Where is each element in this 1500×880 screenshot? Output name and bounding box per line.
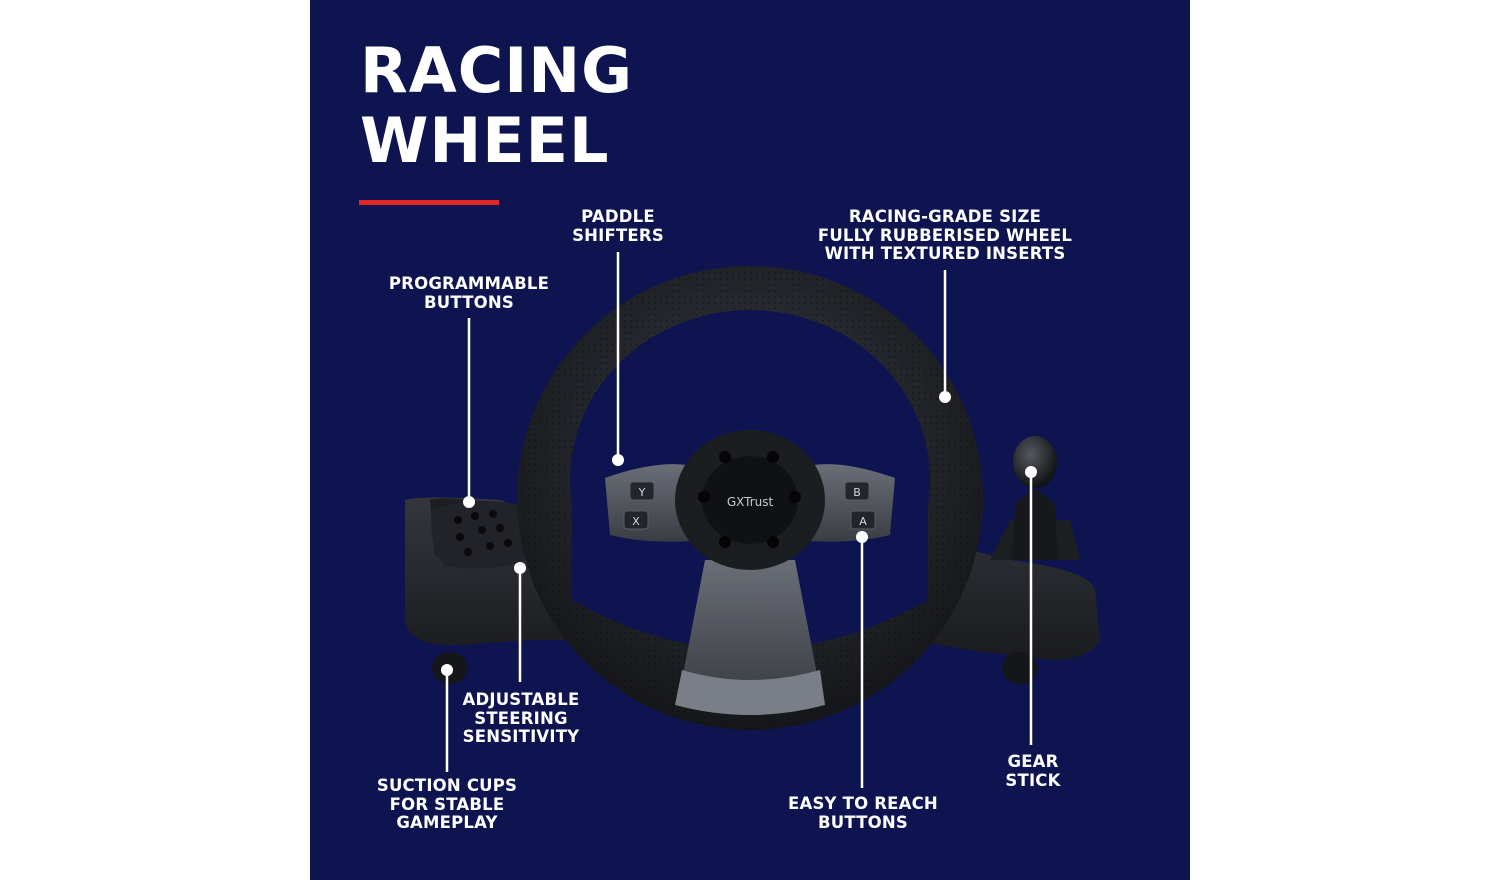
callout-gear-stick: GEAR STICK bbox=[993, 752, 1073, 790]
callout-adjustable-sensitivity: ADJUSTABLE STEERING SENSITIVITY bbox=[456, 690, 586, 747]
programmable-button-pad bbox=[431, 501, 525, 568]
callout-line: BUTTONS bbox=[818, 812, 908, 832]
callout-suction-cups: SUCTION CUPS FOR STABLE GAMEPLAY bbox=[370, 776, 524, 833]
callout-line: PADDLE bbox=[581, 207, 655, 226]
title-line-1: RACING bbox=[360, 34, 634, 107]
callout-line: FOR STABLE bbox=[389, 794, 505, 814]
callout-dots bbox=[441, 391, 1037, 676]
programmable-buttons-dot bbox=[463, 496, 475, 508]
callout-line: BUTTONS bbox=[424, 292, 514, 312]
easy-reach-dot bbox=[856, 531, 868, 543]
callout-line: RACING-GRADE SIZE bbox=[848, 207, 1042, 226]
brand-logo: GXTrust bbox=[727, 495, 774, 509]
gear-stick-dot bbox=[1025, 466, 1037, 478]
paddle-shifters-dot bbox=[612, 454, 624, 466]
callout-line: SENSITIVITY bbox=[462, 727, 580, 746]
button-y-label: Y bbox=[638, 486, 646, 499]
title-underline bbox=[359, 200, 499, 205]
callout-line: PROGRAMMABLE bbox=[388, 274, 550, 293]
button-a-label: A bbox=[859, 515, 867, 528]
callout-line: GEAR bbox=[1007, 752, 1059, 771]
callout-line: FULLY RUBBERISED WHEEL bbox=[817, 225, 1073, 245]
button-x-label: X bbox=[632, 515, 640, 528]
callout-line: STICK bbox=[1005, 770, 1061, 790]
callout-paddle-shifters: PADDLE SHIFTERS bbox=[559, 207, 677, 245]
title-line-2: WHEEL bbox=[360, 104, 610, 177]
callout-line: EASY TO REACH bbox=[788, 794, 938, 813]
callout-line: STEERING bbox=[474, 708, 568, 728]
rim-dot bbox=[939, 391, 951, 403]
face-buttons: Y X B A bbox=[623, 481, 876, 530]
callout-line: SHIFTERS bbox=[572, 225, 664, 245]
callout-line: SUCTION CUPS bbox=[376, 776, 518, 795]
callout-line: GAMEPLAY bbox=[396, 813, 498, 832]
button-b-label: B bbox=[853, 486, 861, 499]
racing-wheel-illustration: GXTrust Y X B A bbox=[405, 252, 1100, 788]
product-feature-panel: RACING WHEEL bbox=[310, 0, 1190, 880]
page-title: RACING WHEEL bbox=[360, 36, 633, 176]
suction-cups-dot bbox=[441, 664, 453, 676]
wheel-spokes: GXTrust bbox=[605, 430, 895, 715]
callout-programmable-buttons: PROGRAMMABLE BUTTONS bbox=[379, 274, 559, 312]
callout-racing-grade-rim: RACING-GRADE SIZE FULLY RUBBERISED WHEEL… bbox=[810, 207, 1080, 264]
callout-line: WITH TEXTURED INSERTS bbox=[824, 244, 1066, 263]
callout-line: ADJUSTABLE bbox=[462, 690, 580, 709]
gear-stick bbox=[990, 436, 1080, 560]
callout-easy-reach-buttons: EASY TO REACH BUTTONS bbox=[782, 794, 944, 832]
callout-leader-lines bbox=[445, 252, 1033, 788]
sensitivity-dot bbox=[514, 562, 526, 574]
